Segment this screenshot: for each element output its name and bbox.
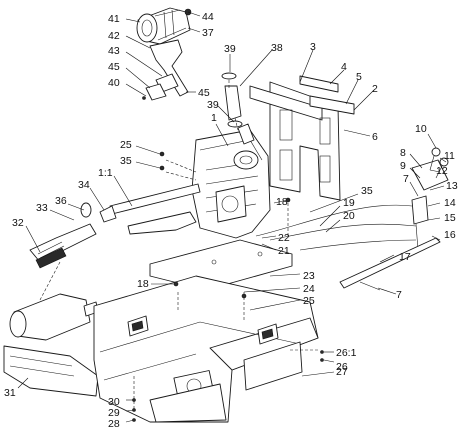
callout-19: 19 <box>343 197 355 209</box>
callout-25-a: 25 <box>120 139 132 151</box>
callout-25-b: 25 <box>303 295 315 307</box>
callout-7-b: 7 <box>396 289 402 301</box>
callout-3: 3 <box>310 41 316 53</box>
callout-35-b: 35 <box>361 185 373 197</box>
hardware-markers <box>132 96 324 422</box>
callout-26: 26 <box>336 361 348 373</box>
callout-15: 15 <box>444 212 456 224</box>
callout-1-1: 1:1 <box>98 167 113 179</box>
callout-42: 42 <box>108 30 120 42</box>
alignment-lines <box>39 80 320 410</box>
callout-6: 6 <box>372 131 378 143</box>
callout-21: 21 <box>278 245 290 257</box>
throttle-rod <box>339 237 441 291</box>
callout-9: 9 <box>400 160 406 172</box>
intake-hose <box>221 72 243 128</box>
callout-27: 27 <box>336 366 348 378</box>
callout-16: 16 <box>444 229 456 241</box>
callout-24: 24 <box>303 283 315 295</box>
callout-32: 32 <box>12 217 24 229</box>
callout-4: 4 <box>341 61 347 73</box>
callout-45-a: 45 <box>108 61 120 73</box>
muffler-heat-shield <box>3 345 99 397</box>
callout-26-1: 26:1 <box>336 347 357 359</box>
callout-43: 43 <box>108 45 120 57</box>
callout-30: 30 <box>108 396 120 408</box>
air-cleaner-bracket <box>145 39 189 101</box>
callout-40: 40 <box>108 77 120 89</box>
heat-shield-set <box>249 75 355 201</box>
callout-39-b: 39 <box>207 99 219 111</box>
muffler-assembly <box>9 223 99 341</box>
callout-18-b: 18 <box>137 278 149 290</box>
callout-10: 10 <box>415 123 427 135</box>
callout-45-b: 45 <box>198 87 210 99</box>
callout-12: 12 <box>436 165 448 177</box>
engine-assembly <box>191 123 271 239</box>
throttle-control-assembly <box>411 147 449 251</box>
callout-5: 5 <box>356 71 362 83</box>
callout-14: 14 <box>444 197 456 209</box>
callout-34: 34 <box>78 179 90 191</box>
callout-18-a: 18 <box>276 196 288 208</box>
air-cleaner-assembly <box>136 7 192 45</box>
callout-29: 29 <box>108 407 120 419</box>
callout-31: 31 <box>4 387 16 399</box>
callout-22: 22 <box>278 232 290 244</box>
callout-23: 23 <box>303 270 315 282</box>
callout-labels: 41 44 37 42 43 45 40 45 39 38 3 4 5 2 39… <box>4 11 458 430</box>
callout-35-a: 35 <box>120 155 132 167</box>
exhaust-pipes <box>80 183 201 235</box>
callout-41: 41 <box>108 13 120 25</box>
callout-36: 36 <box>55 195 67 207</box>
callout-11: 11 <box>444 150 455 162</box>
callout-33: 33 <box>36 202 48 214</box>
callout-1: 1 <box>211 112 217 124</box>
callout-28: 28 <box>108 418 120 430</box>
callout-20: 20 <box>343 210 355 222</box>
callout-8: 8 <box>400 147 406 159</box>
callout-39-a: 39 <box>224 43 236 55</box>
callout-44: 44 <box>202 11 214 23</box>
callout-17: 17 <box>399 251 411 263</box>
callout-38: 38 <box>271 42 283 54</box>
callout-2: 2 <box>372 83 378 95</box>
main-frame <box>93 275 319 423</box>
callout-13: 13 <box>446 180 458 192</box>
callout-37: 37 <box>202 27 214 39</box>
callout-7-a: 7 <box>403 173 409 185</box>
